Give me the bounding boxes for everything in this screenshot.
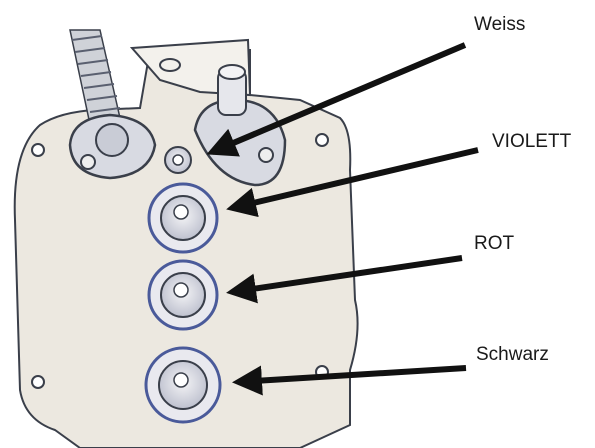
terminal-nut-violett [149,184,217,252]
label-violett: VIOLETT [492,132,571,151]
label-schwarz: Schwarz [476,345,549,364]
label-weiss: Weiss [474,15,525,34]
left-cable-gland [70,115,155,178]
terminal-nut-schwarz [146,348,220,422]
label-rot: ROT [474,234,514,253]
small-center-nut [165,147,191,173]
terminal-nut-rot [149,261,217,329]
